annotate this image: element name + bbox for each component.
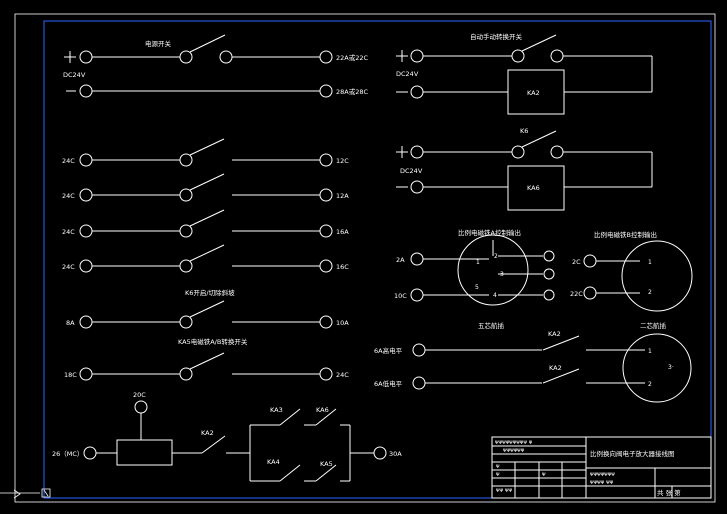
auto-manual-title: 自动手动转换开关	[470, 32, 523, 41]
two-core-body	[622, 333, 692, 403]
valve-b-pin-1: 1	[648, 259, 652, 266]
connector-b-body	[621, 240, 693, 312]
row1-left: 24C	[62, 157, 75, 165]
tb-sheet: 共 张 第	[657, 488, 681, 497]
two-core-pin-1: 1	[648, 348, 652, 355]
tb-mid-a: ᴪᴪᴪᴪᴪᴪᴪ	[590, 471, 615, 478]
valve-a-connector	[410, 234, 555, 306]
row3-right: 16A	[336, 228, 349, 236]
in-high-label: 6A高电平	[374, 346, 403, 355]
valve-a-pin-3: 3	[500, 271, 504, 278]
tb-left-header: ᴪᴪᴪᴪᴪᴪᴪᴪᴪ ᴪ	[495, 439, 533, 446]
valve-a-title: 比例电磁铁A控制输出	[458, 228, 521, 237]
two-core-mark: 3·	[668, 364, 674, 371]
two-core-connector	[412, 333, 692, 403]
row2-left: 24C	[62, 192, 75, 200]
tb-row2: ᴪᴪᴪᴪᴪᴪ	[503, 447, 525, 454]
tb-row4-a: ᴪ	[496, 471, 500, 478]
dc24v-label-auto: DC24V	[396, 70, 419, 78]
node-30a: 30A	[389, 450, 402, 458]
tb-row4-b: ᴪ	[542, 471, 546, 478]
ka5-row-title: KA5电磁铁A/B转换开关	[178, 337, 248, 346]
ka6-bottom-label: KA6	[316, 406, 329, 414]
valve-a-pin-2: 2	[494, 253, 498, 260]
dc24v-label-ka6: DC24V	[400, 167, 423, 175]
outer-frame	[14, 13, 716, 503]
k6-row-title: K6开启/切除斜坡	[185, 288, 235, 297]
valve-b-in-bottom: 22C	[570, 290, 583, 298]
tb-row3-a: ᴪ	[496, 463, 500, 470]
ka5-bottom-label: KA5	[320, 460, 333, 468]
ka4-label: KA4	[267, 458, 280, 466]
ka6-label: KA6	[527, 184, 540, 192]
title-block	[491, 436, 712, 499]
k6-row-left: 8A	[66, 319, 75, 327]
row2-right: 12A	[336, 192, 349, 200]
ka2-contact-top: KA2	[548, 330, 561, 338]
k6-contact-label: K6	[520, 127, 528, 135]
ka2-bottom-label: KA2	[201, 429, 214, 437]
valve-a-pin-5: 5	[475, 284, 479, 291]
drawing-title: 比例换向阀电子放大器接线图	[590, 449, 675, 458]
ka5-row-right: 24C	[336, 371, 349, 379]
valve-a-in-bottom: 10C	[394, 292, 407, 300]
row4-right: 16C	[336, 263, 349, 271]
in-low-label: 6A低电平	[374, 379, 403, 388]
valve-a-pin-4: 4	[493, 292, 497, 299]
ka6-circuit	[396, 130, 653, 211]
power-switch-label: 电源开关	[145, 39, 172, 48]
ka3-label: KA3	[270, 406, 283, 414]
row4-left: 24C	[62, 263, 75, 271]
node-26mc: 26（MC）	[52, 450, 83, 458]
ucs-icon	[0, 488, 51, 499]
k6-row-right: 10A	[336, 319, 349, 327]
node-20c: 20C	[133, 391, 146, 399]
ka2-contact-bottom: KA2	[549, 364, 562, 372]
power-out-top: 22A或22C	[336, 53, 368, 62]
dc24v-label-power: DC24V	[63, 71, 86, 79]
connector-a-body	[457, 234, 529, 306]
ka2-label: KA2	[527, 89, 540, 97]
two-core-title: 二芯航插	[640, 321, 667, 330]
auto-manual-circuit	[396, 34, 653, 115]
valve-b-connector	[583, 240, 693, 312]
tb-mid-b: ᴪᴪᴪᴪ ᴪᴪ	[590, 479, 614, 486]
two-core-pin-2: 2	[648, 381, 652, 388]
five-core-title: 五芯航插	[478, 321, 505, 330]
tb-row4-c: ᴪᴪ ᴪᴪ	[496, 487, 513, 494]
inner-frame	[43, 20, 712, 499]
auto-switch-blade	[521, 34, 557, 52]
switch-rows	[79, 138, 333, 381]
valve-b-in-top: 2C	[572, 258, 581, 266]
row1-right: 12C	[336, 157, 349, 165]
power-switch-blade	[189, 34, 226, 53]
ka6-relay-coil	[507, 165, 565, 211]
valve-a-pin-1: 1	[476, 259, 480, 266]
power-switch-circuit	[64, 34, 333, 98]
power-out-bottom: 28A或28C	[336, 87, 368, 96]
bottom-relay-circuit	[83, 400, 387, 482]
valve-b-title: 比例电磁铁B控制输出	[594, 230, 657, 239]
valve-a-in-top: 2A	[396, 256, 405, 264]
k6-switch-blade	[521, 130, 557, 148]
ka5-row-left: 18C	[64, 371, 77, 379]
valve-b-pin-2: 2	[648, 289, 652, 296]
row3-left: 24C	[62, 228, 75, 236]
